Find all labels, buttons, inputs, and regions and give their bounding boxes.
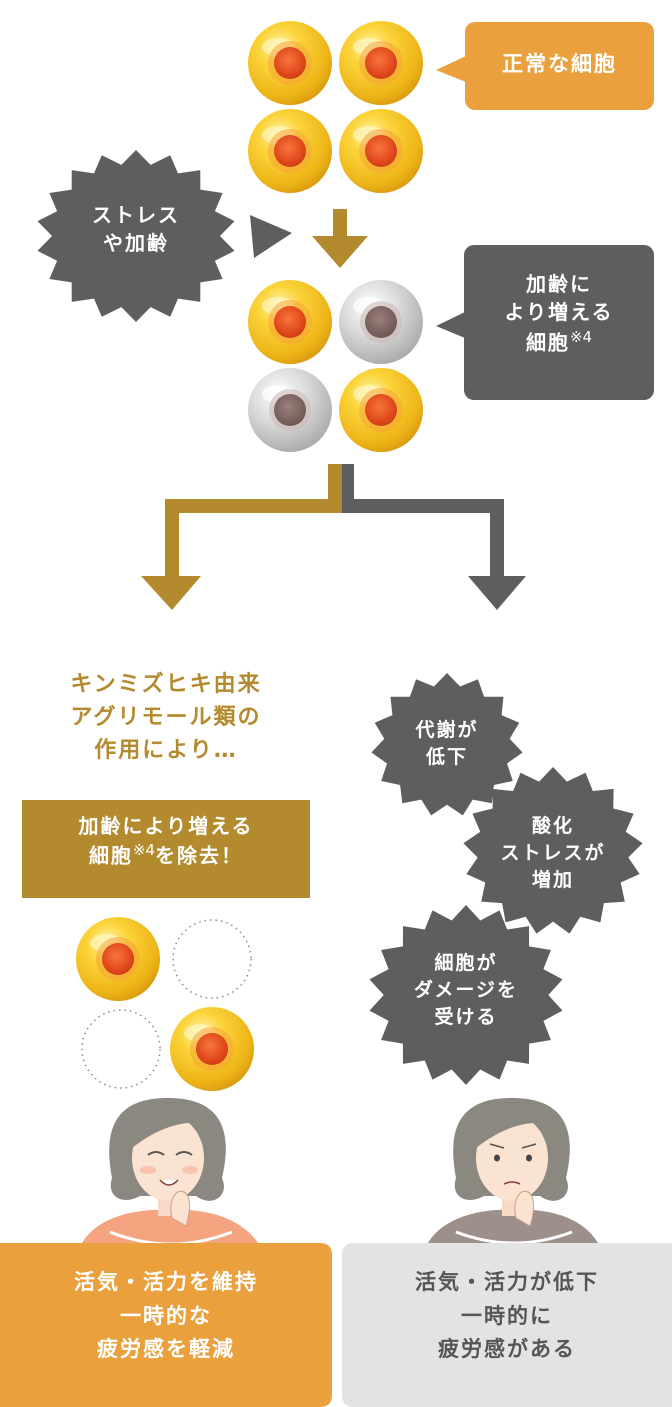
healthy-cell-icon [170, 1007, 254, 1091]
right-result-panel [342, 1243, 672, 1407]
healthy-cell-icon [248, 21, 332, 105]
aging-cell-label: 加齢に より増える 細胞※4 [464, 270, 654, 357]
healthy-cell-icon [339, 109, 423, 193]
mixed-cell-cluster [248, 280, 423, 452]
healthy-cell-cluster [248, 21, 423, 193]
oxidative-line: 酸化 [531, 815, 574, 837]
metabolism-label: 代謝が 低下 [372, 717, 522, 771]
metabolism-line: 代謝が [415, 719, 479, 741]
down-arrow-icon [312, 209, 368, 268]
healthy-cell-icon [339, 21, 423, 105]
left-result-panel [0, 1243, 332, 1407]
stress-aging-line: ストレス [92, 203, 180, 227]
right-result-line: 活気・活力が低下 [415, 1270, 599, 1294]
left-headline-line: キンミズヒキ由来 [70, 672, 262, 697]
stress-aging-burst [37, 150, 292, 322]
aged-cell-icon [248, 368, 332, 452]
removed-cell-placeholder [81, 1009, 161, 1089]
highlight-line: 細胞※4を除去！ [22, 840, 310, 870]
normal-cell-callout [436, 22, 654, 110]
left-result-line: 活気・活力を維持 [74, 1270, 258, 1294]
aging-cell-callout [436, 245, 654, 400]
oxidative-stress-label: 酸化 ストレスが 増加 [468, 813, 638, 894]
highlight-line: 加齢により増える [78, 814, 254, 838]
highlight-box [22, 800, 310, 898]
removed-cell-placeholder [172, 919, 252, 999]
healthy-cell-icon [339, 368, 423, 452]
right-result-line: 一時的に [461, 1303, 553, 1328]
aging-cell-line: より増える [504, 300, 614, 325]
damage-line: 細胞が [434, 952, 498, 974]
stress-aging-label: ストレス や加齢 [56, 201, 216, 258]
left-result-line: 疲労感を軽減 [97, 1337, 235, 1362]
highlight-suffix: を除去！ [155, 844, 244, 869]
highlight-word: 細胞 [88, 844, 133, 869]
aging-cell-line: 加齢に [526, 272, 592, 296]
footnote-mark: ※4 [132, 841, 156, 860]
aging-cell-line: 細胞※4 [464, 327, 654, 357]
cell-damage-label: 細胞が ダメージを 受ける [378, 950, 554, 1031]
oxidative-stress-burst [463, 767, 643, 934]
right-result-text: 活気・活力が低下 一時的に 疲労感がある [342, 1266, 672, 1367]
right-result-line: 疲労感がある [438, 1337, 576, 1362]
metabolism-burst [371, 673, 523, 816]
stress-aging-line: や加齢 [103, 231, 169, 256]
starburst-shape [37, 150, 235, 322]
down-arrow-icon [141, 576, 201, 610]
aged-cell-icon [339, 280, 423, 364]
healthy-cell-icon [248, 109, 332, 193]
left-headline-line: 作用により… [94, 738, 238, 763]
left-result-line: 一時的な [120, 1303, 212, 1328]
highlight-text: 加齢により増える 細胞※4を除去！ [22, 812, 310, 870]
branch-arrows [141, 464, 526, 610]
woman-worried-icon [428, 1098, 598, 1245]
damage-line: 受ける [434, 1005, 498, 1028]
down-arrow-icon [468, 576, 526, 610]
healthy-cell-icon [248, 280, 332, 364]
oxidative-line: 増加 [531, 868, 574, 891]
oxidative-line: ストレスが [500, 841, 606, 864]
footnote-mark: ※4 [569, 327, 593, 346]
woman-smiling-icon [82, 1098, 258, 1246]
healthy-cell-icon [76, 917, 160, 1001]
normal-cell-label: 正常な細胞 [502, 52, 617, 76]
metabolism-line: 低下 [425, 745, 468, 768]
left-headline: キンミズヒキ由来 アグリモール類の 作用により… [10, 668, 322, 767]
result-cell-cluster [76, 917, 254, 1091]
left-headline-line: アグリモール類の [70, 705, 262, 730]
aging-cell-word: 細胞 [525, 330, 570, 355]
left-result-text: 活気・活力を維持 一時的な 疲労感を軽減 [0, 1266, 332, 1367]
cell-damage-burst [369, 905, 563, 1085]
damage-line: ダメージを [413, 978, 519, 1001]
